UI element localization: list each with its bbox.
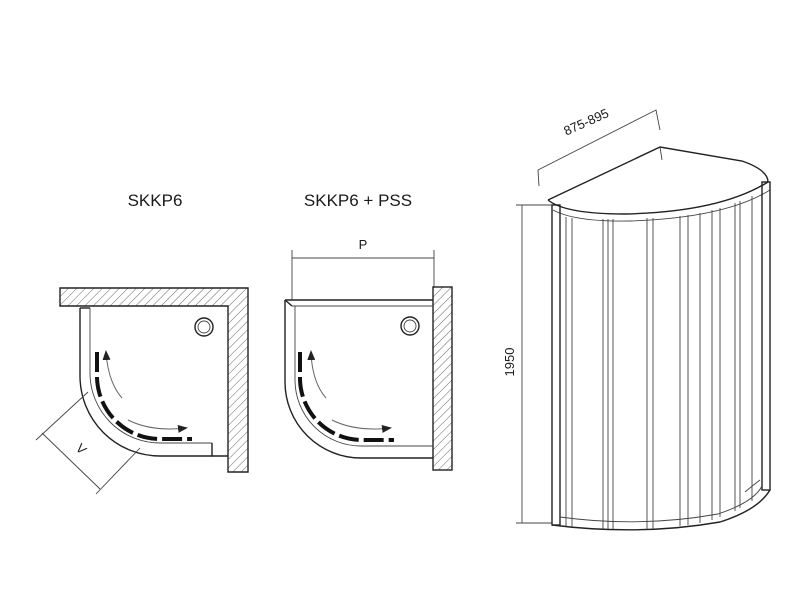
door-profile-3: [646, 218, 654, 529]
dim-v-label: V: [73, 440, 90, 457]
dim-v-extension-1: [35, 391, 89, 441]
slide-arrow-right-middle: [331, 419, 392, 433]
dim-p-label: P: [359, 237, 368, 252]
tray-outer-outline: [79, 308, 212, 457]
tray-inner-outline: [89, 308, 212, 444]
dim-height-label: 1950: [502, 348, 517, 377]
door-bottom-detail: [744, 479, 761, 493]
roof-front-edge: [547, 181, 769, 215]
dim-width-label: 875-895: [561, 105, 611, 138]
drain-circle: [194, 317, 214, 337]
wall-right-middle: [432, 286, 453, 471]
door-profile-1: [565, 217, 573, 527]
plan-skkp6: SKKP6 V: [35, 191, 249, 495]
roof-back-corner: [659, 146, 663, 161]
dim-v-extension-2: [95, 447, 141, 495]
door-profile-2: [602, 219, 614, 529]
wall-corner-left: [59, 287, 249, 473]
slide-arrow-up: [102, 350, 123, 399]
roof-back-edge: [547, 146, 769, 201]
tray-inner-outline-middle: [294, 306, 433, 447]
door-profile-6: [734, 196, 753, 511]
panel-corner: [284, 299, 293, 307]
title-skkp6: SKKP6: [128, 191, 183, 210]
drain-inner: [197, 320, 211, 334]
base-rail: [559, 485, 763, 523]
plan-skkp6-pss: SKKP6 + PSS P: [284, 191, 453, 471]
slide-arrow-up-middle: [307, 350, 327, 399]
drain-circle-middle: [400, 316, 420, 336]
dim-width-line: [537, 109, 661, 187]
front-left-post: [551, 204, 561, 526]
dim-v-line: [41, 432, 101, 490]
door-profile-5: [699, 208, 721, 523]
sliding-doors: [95, 352, 192, 441]
right-post: [761, 181, 771, 491]
drain-inner-middle: [403, 319, 417, 333]
sliding-doors-middle: [298, 352, 394, 442]
enclosure-3d-view: 875-895 1950: [502, 105, 771, 531]
door-profile-4: [679, 215, 689, 526]
roof-rail: [552, 189, 771, 222]
tray-outer-outline-middle: [284, 300, 433, 459]
tray-edge-right: [211, 443, 228, 457]
base-front-edge: [551, 489, 771, 531]
slide-arrow-right: [127, 419, 188, 433]
title-skkp6-pss: SKKP6 + PSS: [304, 191, 412, 210]
